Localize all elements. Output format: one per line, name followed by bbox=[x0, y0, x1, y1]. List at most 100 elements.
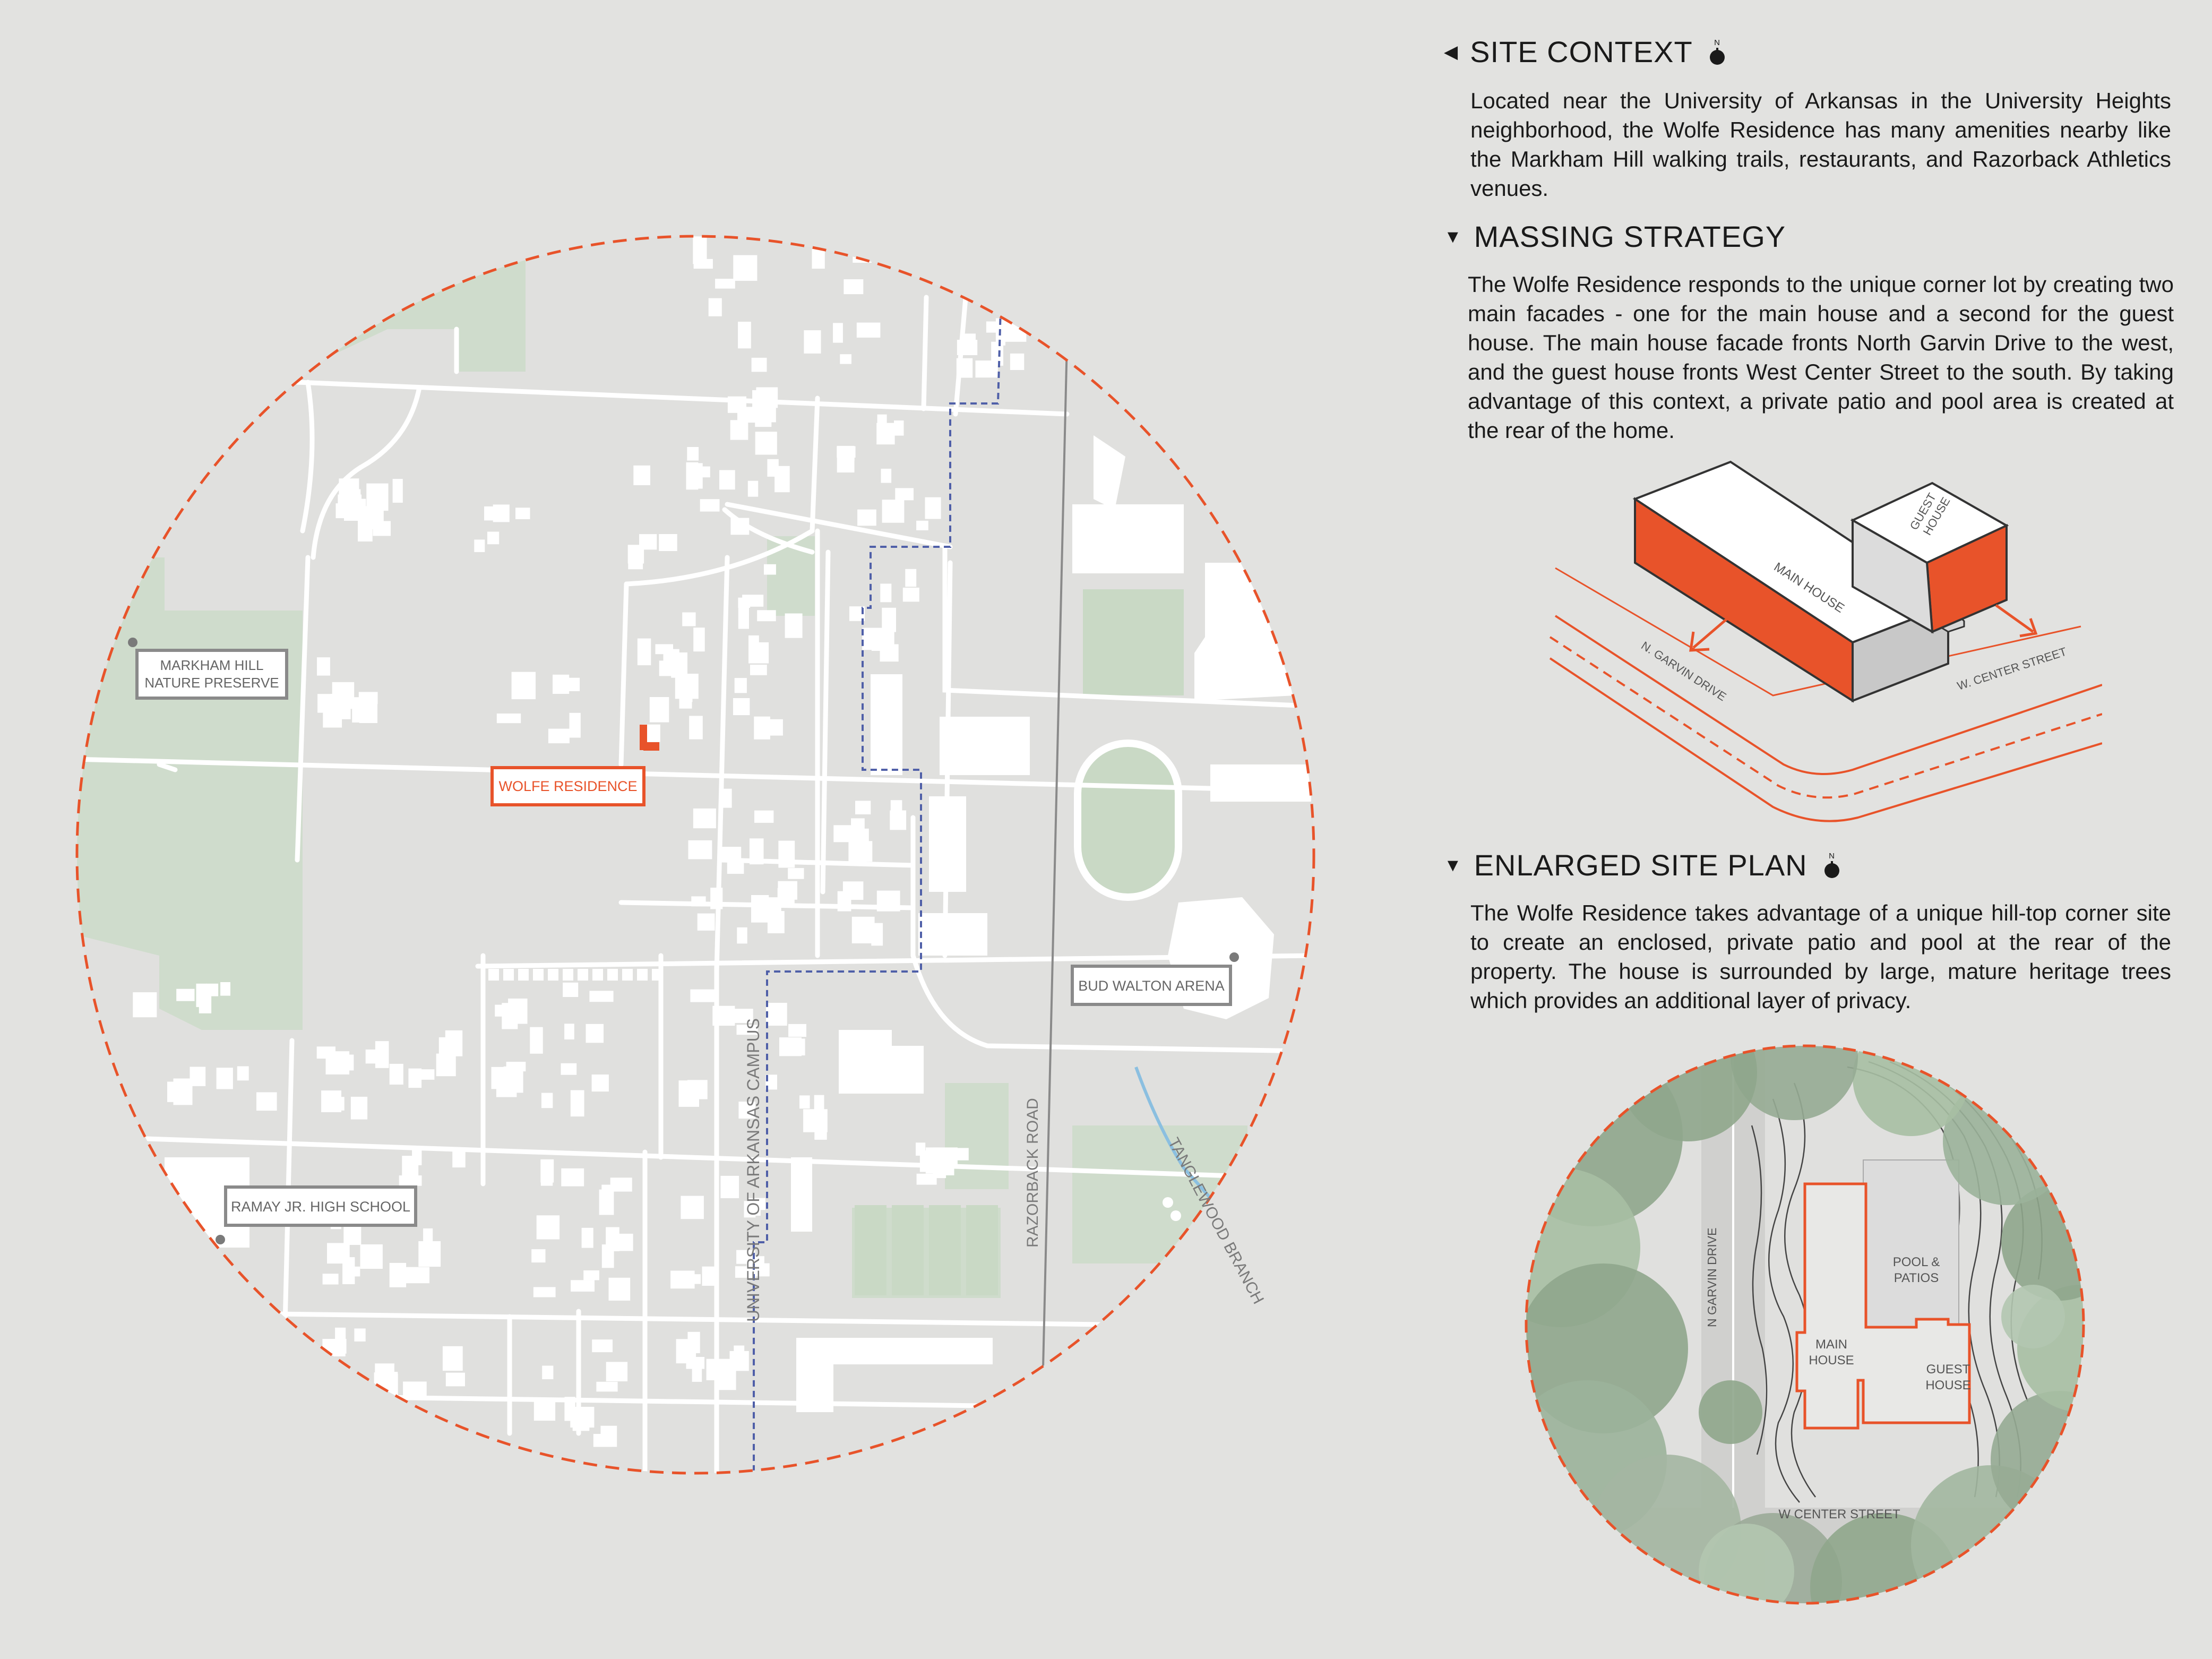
map-building bbox=[237, 1066, 249, 1081]
map-building bbox=[844, 279, 864, 295]
map-building bbox=[778, 840, 795, 868]
map-building bbox=[589, 991, 614, 1002]
tree-canopy bbox=[1853, 1046, 1969, 1136]
collapse-arrow-icon[interactable]: ◀ bbox=[1444, 42, 1459, 62]
map-building bbox=[693, 808, 716, 829]
map-building bbox=[812, 248, 825, 269]
map-building bbox=[408, 1068, 422, 1088]
wolfe-label: WOLFE RESIDENCE bbox=[498, 778, 637, 794]
map-building bbox=[341, 1054, 354, 1071]
map-building bbox=[533, 969, 544, 981]
map-building bbox=[561, 1063, 577, 1075]
map-building bbox=[916, 520, 928, 530]
map-building bbox=[607, 969, 618, 981]
map-building bbox=[848, 841, 873, 862]
map-building bbox=[610, 1177, 632, 1192]
map-building bbox=[536, 1215, 560, 1240]
map-building bbox=[862, 628, 883, 650]
map-building bbox=[563, 969, 573, 981]
expand-arrow-icon[interactable]: ▼ bbox=[1444, 855, 1462, 875]
map-building bbox=[591, 1075, 609, 1092]
ramay-label: RAMAY JR. HIGH SCHOOL bbox=[231, 1199, 410, 1215]
map-building bbox=[727, 859, 744, 874]
map-building bbox=[738, 603, 749, 629]
massing-garvin-label: N. GARVIN DRIVE bbox=[1639, 639, 1728, 703]
map-building bbox=[851, 818, 865, 835]
map-building bbox=[671, 652, 687, 678]
map-building bbox=[925, 497, 941, 519]
bud-walton-label: BUD WALTON ARENA bbox=[1078, 978, 1225, 994]
map-building bbox=[375, 1041, 389, 1068]
label-bud-walton: BUD WALTON ARENA bbox=[1071, 952, 1239, 1006]
map-building bbox=[767, 911, 785, 933]
map-building bbox=[608, 1277, 631, 1301]
map-building bbox=[436, 1053, 456, 1077]
map-building bbox=[1010, 353, 1025, 370]
map-building bbox=[639, 534, 657, 550]
map-building bbox=[686, 1357, 705, 1369]
map-building bbox=[578, 969, 588, 981]
map-building bbox=[720, 1175, 739, 1198]
map-building bbox=[738, 322, 751, 349]
map-building bbox=[167, 1081, 190, 1102]
expand-arrow-icon[interactable]: ▼ bbox=[1444, 227, 1462, 247]
map-building bbox=[736, 1250, 755, 1264]
map-building bbox=[749, 838, 764, 865]
map-building bbox=[256, 1092, 277, 1111]
map-building bbox=[533, 1398, 556, 1421]
map-building bbox=[586, 1024, 604, 1043]
map-building bbox=[330, 694, 351, 719]
tree-canopy bbox=[1699, 1380, 1762, 1444]
map-building bbox=[710, 888, 723, 909]
markham-label-line2: NATURE PRESERVE bbox=[144, 675, 279, 691]
map-building bbox=[748, 642, 769, 664]
plan-guest-label-1: GUEST bbox=[1926, 1362, 1970, 1377]
massing-strategy-heading: ▼ MASSING STRATEGY bbox=[1444, 222, 1786, 252]
map-building bbox=[919, 1150, 939, 1172]
map-building bbox=[882, 500, 905, 523]
map-building bbox=[712, 1005, 735, 1026]
map-building bbox=[788, 1024, 806, 1037]
map-building bbox=[751, 357, 767, 372]
label-markham-hill: MARKHAM HILL NATURE PRESERVE bbox=[128, 638, 288, 700]
map-building bbox=[956, 358, 973, 378]
enlarged-site-plan-heading: ▼ ENLARGED SITE PLAN N bbox=[1444, 850, 1843, 880]
map-building bbox=[541, 1093, 553, 1108]
map-building bbox=[736, 1025, 758, 1035]
map-building bbox=[592, 1339, 613, 1353]
north-arrow-icon: N bbox=[1709, 38, 1725, 65]
tree-canopy bbox=[2001, 1184, 2084, 1301]
map-building bbox=[693, 236, 707, 264]
site-context-heading: ◀ SITE CONTEXT N bbox=[1444, 37, 1728, 67]
map-building bbox=[515, 508, 530, 519]
map-building bbox=[452, 1148, 466, 1168]
map-building bbox=[757, 610, 776, 622]
svg-text:N: N bbox=[1714, 38, 1720, 47]
map-building bbox=[733, 698, 750, 716]
map-building bbox=[488, 969, 499, 981]
label-ramay: RAMAY JR. HIGH SCHOOL bbox=[216, 1185, 417, 1244]
map-building bbox=[766, 1003, 787, 1026]
map-building bbox=[991, 341, 1003, 366]
map-building bbox=[804, 330, 821, 354]
svg-text:N: N bbox=[1829, 852, 1835, 861]
map-building bbox=[420, 1069, 435, 1080]
map-building bbox=[649, 697, 669, 723]
map-building bbox=[655, 644, 673, 655]
map-building bbox=[765, 1075, 777, 1090]
wolfe-residence-building bbox=[640, 725, 659, 751]
plan-center-label: W CENTER STREET bbox=[1778, 1507, 1900, 1522]
map-building bbox=[839, 455, 850, 471]
map-building bbox=[788, 868, 804, 879]
plan-guest-label-2: HOUSE bbox=[1925, 1378, 1970, 1392]
map-building bbox=[689, 716, 703, 740]
map-building bbox=[777, 888, 795, 906]
context-radius-circle bbox=[75, 235, 1315, 1475]
map-building bbox=[697, 913, 715, 931]
map-building bbox=[502, 1003, 518, 1029]
map-building bbox=[659, 534, 677, 551]
map-building bbox=[389, 1063, 403, 1085]
map-building bbox=[890, 800, 902, 823]
map-building bbox=[354, 1328, 366, 1342]
map-building bbox=[342, 1257, 355, 1284]
